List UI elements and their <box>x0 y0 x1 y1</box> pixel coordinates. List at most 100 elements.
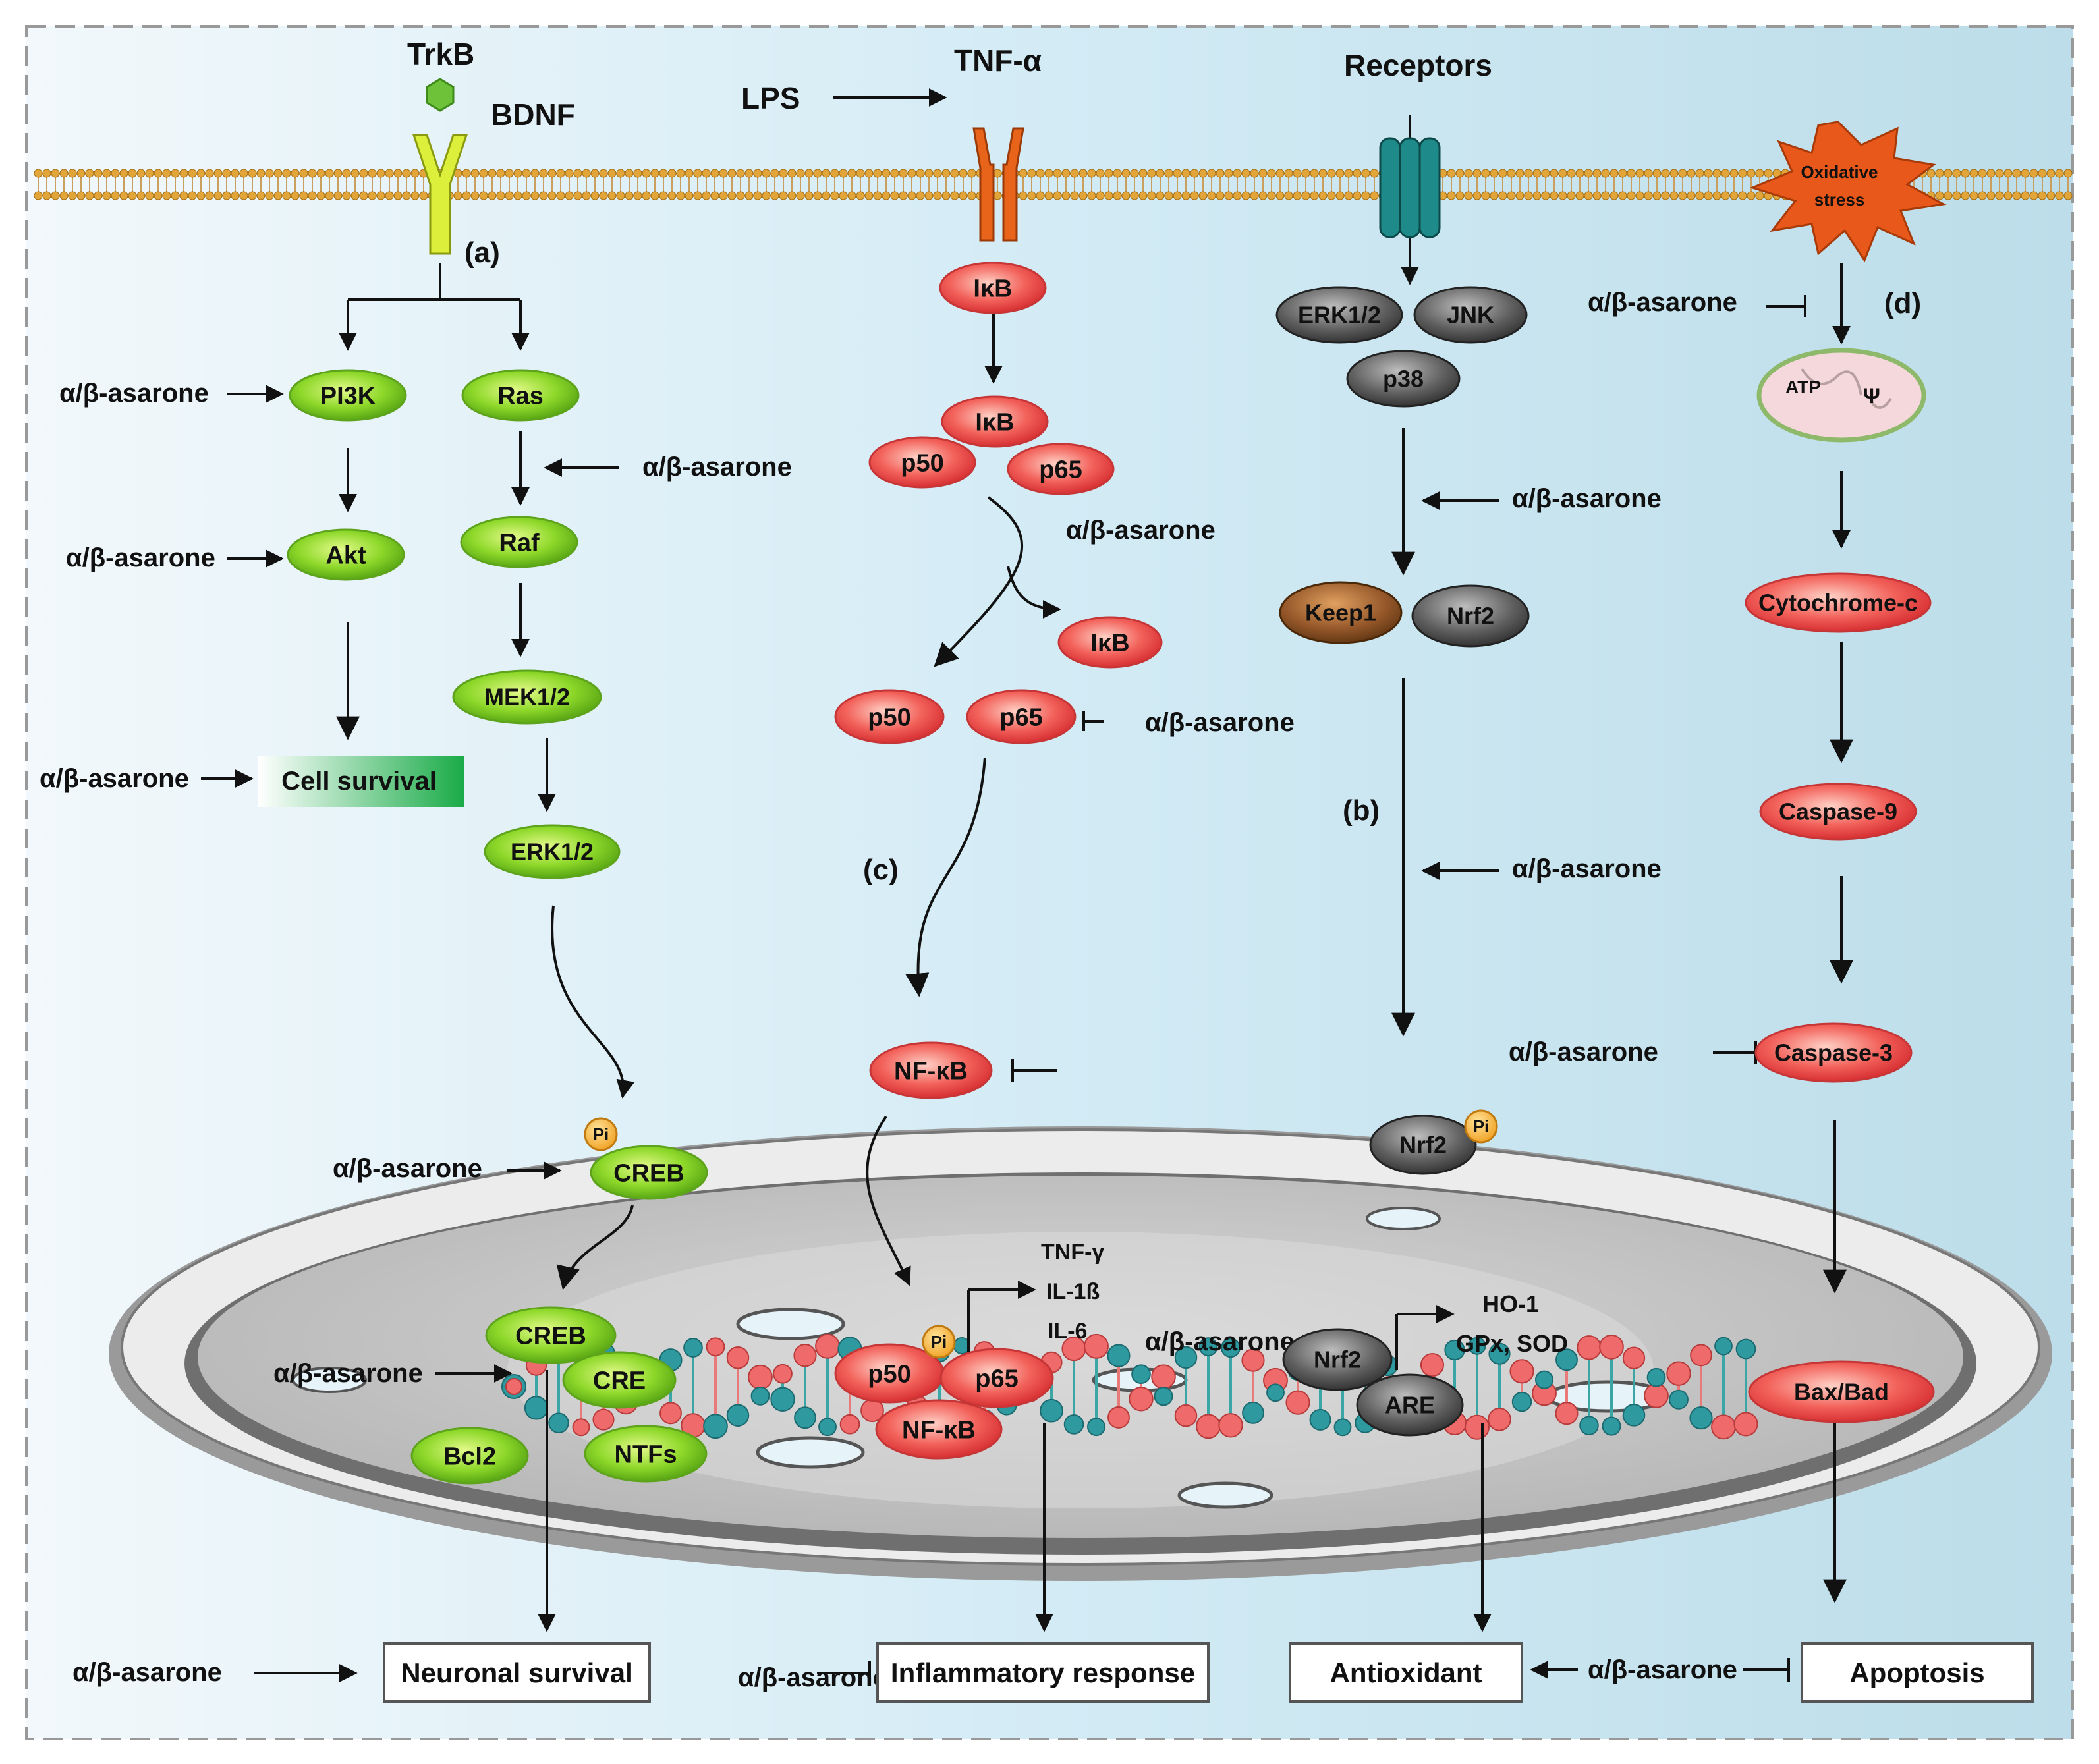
p50-free-node-label: p50 <box>868 703 910 731</box>
drug-label-3: α/β-asarone <box>40 764 189 793</box>
cytokine-tnf-label: TNF-γ <box>1041 1240 1104 1265</box>
ikb-free-node: IκB <box>1057 616 1163 669</box>
ntfs-node: NTFs <box>584 1425 708 1483</box>
drug-label-16: α/β-asarone <box>72 1658 222 1687</box>
apoptosis-box: Apoptosis <box>1801 1642 2034 1703</box>
pi-nucleus-label: Pi <box>931 1332 947 1352</box>
tnfa-label: TNF-α <box>954 43 1042 78</box>
nrf2-p-node: Nrf2 <box>1369 1115 1477 1175</box>
drug-label-8: α/β-asarone <box>1066 516 1216 545</box>
trkb-label: TrkB <box>407 37 474 71</box>
nrf2-n-node-label: Nrf2 <box>1314 1346 1361 1373</box>
are-node-label: ARE <box>1385 1392 1435 1419</box>
erk-a-node: ERK1/2 <box>484 824 621 879</box>
atp-label: ATP <box>1785 377 1821 397</box>
ikb-complex-node-label: IκB <box>975 408 1014 436</box>
pi-nrf2-label: Pi <box>1473 1116 1490 1136</box>
mitochondrion-icon <box>1756 348 1926 443</box>
inflammatory-response-box-label: Inflammatory response <box>891 1657 1195 1688</box>
stress-label: stress <box>1814 190 1865 209</box>
cell-survival-label: Cell survival <box>281 767 437 796</box>
caspase3-node-label: Caspase-3 <box>1774 1039 1893 1066</box>
baxbad-node-label: Bax/Bad <box>1794 1379 1889 1406</box>
p65-complex-node-label: p65 <box>1039 456 1082 483</box>
pi-nrf2: Pi <box>1464 1109 1498 1144</box>
neuronal-survival-box: Neuronal survival <box>383 1642 651 1703</box>
drug-label-10: α/β-asarone <box>738 1663 887 1692</box>
nfkb-node-label: NF-κB <box>894 1057 968 1085</box>
drug-label-13: α/β-asarone <box>1588 288 1737 317</box>
trkb-receptor-icon <box>412 134 468 255</box>
cre-node: CRE <box>562 1351 677 1409</box>
p50-n-node-label: p50 <box>868 1360 910 1388</box>
jnk-node: JNK <box>1413 286 1528 344</box>
drug-label-5: α/β-asarone <box>333 1154 482 1183</box>
apoptosis-box-label: Apoptosis <box>1849 1657 1984 1688</box>
p65-free-node-label: p65 <box>999 703 1042 731</box>
nrf2-b-node: Nrf2 <box>1411 584 1530 648</box>
antioxidant-box: Antioxidant <box>1289 1642 1523 1703</box>
antioxidant-box-label: Antioxidant <box>1330 1657 1482 1688</box>
jnk-node-label: JNK <box>1447 302 1494 329</box>
p50-complex-node-label: p50 <box>901 449 943 477</box>
akt-node-label: Akt <box>325 541 366 569</box>
tnf-receptor-icon <box>972 127 1024 242</box>
p65-complex-node: p65 <box>1007 443 1115 495</box>
raf-node: Raf <box>460 516 578 568</box>
ho1-label: HO-1 <box>1482 1290 1539 1317</box>
bdnf-ligand-icon <box>426 78 455 112</box>
ikb-free-node-label: IκB <box>1090 629 1129 657</box>
nrf2-n-node: Nrf2 <box>1282 1328 1393 1391</box>
creb-a-node-label: CREB <box>613 1159 685 1187</box>
membrane-channel-icon <box>1379 137 1441 238</box>
cytochrome-node: Cytochrome-c <box>1745 572 1932 633</box>
p38-node-label: p38 <box>1383 366 1424 393</box>
caspase9-node: Caspase-9 <box>1759 783 1917 841</box>
panel-label-d: (d) <box>1884 287 1921 319</box>
p65-n-node-label: p65 <box>975 1365 1018 1392</box>
pi3k-node: PI3K <box>289 369 407 422</box>
oxidative-label: Oxidative <box>1801 162 1878 182</box>
receptor-shapes <box>412 78 1947 443</box>
drug-label-2: α/β-asarone <box>66 543 215 572</box>
nfkb-node: NF-κB <box>869 1041 993 1099</box>
mek-node-label: MEK1/2 <box>484 684 570 711</box>
drug-label-6: α/β-asarone <box>273 1359 423 1388</box>
bdnf-label: BDNF <box>491 97 575 132</box>
panel-label-c: (c) <box>863 854 899 886</box>
drug-label-11: α/β-asarone <box>1512 484 1662 513</box>
cell-survival-bar: Cell survival <box>258 756 464 807</box>
keep1-node: Keep1 <box>1279 581 1403 644</box>
lps-label: LPS <box>741 81 800 115</box>
oxidative-stress-icon <box>1749 121 1947 263</box>
panel-label-a: (a) <box>464 236 500 269</box>
drug-label-14: α/β-asarone <box>1509 1037 1658 1066</box>
receptors-label: Receptors <box>1344 48 1492 82</box>
ikb-top-node-label: IκB <box>973 275 1012 302</box>
gpx-label: GPx, SOD <box>1456 1330 1568 1357</box>
creb-n-node-label: CREB <box>515 1322 586 1350</box>
p50-complex-node: p50 <box>868 436 976 489</box>
inflammatory-response-box: Inflammatory response <box>876 1642 1210 1703</box>
psi-label: Ψ <box>1863 384 1880 408</box>
pathway-arrows <box>201 88 1853 1685</box>
p38-node: p38 <box>1346 350 1461 408</box>
erk-b-node-label: ERK1/2 <box>1298 302 1381 329</box>
cytochrome-node-label: Cytochrome-c <box>1758 590 1918 617</box>
creb-a-node: CREB <box>590 1145 708 1200</box>
nrf2-p-node-label: Nrf2 <box>1399 1132 1447 1159</box>
bcl2-node-label: Bcl2 <box>443 1443 496 1470</box>
raf-node-label: Raf <box>499 529 540 557</box>
ikb-complex-node: IκB <box>941 395 1049 448</box>
akt-node: Akt <box>287 528 405 581</box>
nfkb-n-node: NF-κB <box>875 1399 1003 1460</box>
cytokine-il1-label: IL-1ß <box>1046 1279 1100 1304</box>
ras-node: Ras <box>461 369 580 422</box>
drug-label-12: α/β-asarone <box>1512 854 1662 883</box>
drug-label-4: α/β-asarone <box>642 453 792 482</box>
ikb-top-node: IκB <box>939 262 1047 314</box>
keep1-node-label: Keep1 <box>1305 599 1376 626</box>
